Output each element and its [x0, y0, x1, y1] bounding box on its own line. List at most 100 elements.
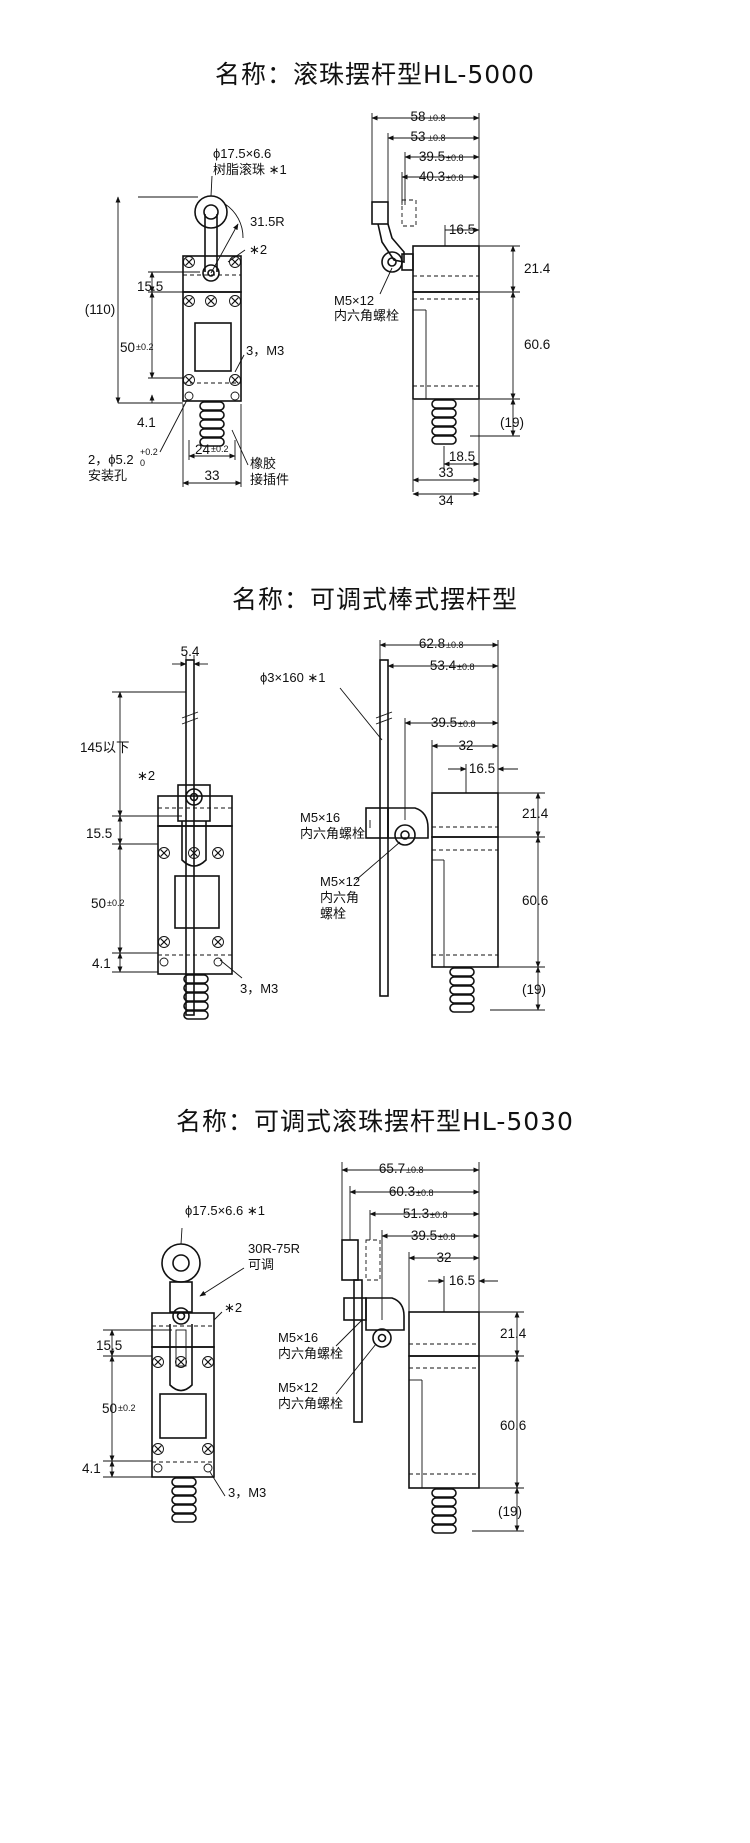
dim-39-5-label: 39.5: [419, 149, 445, 164]
hole-tol-up-label: +0.2: [140, 447, 158, 457]
screw-icon: [182, 255, 196, 269]
tol-24-label: ±0.2: [211, 444, 228, 454]
connector-label-2: 接插件: [250, 472, 289, 487]
screw-icon: [151, 1442, 165, 1456]
tol-53-4-label: ±0.8: [457, 662, 474, 672]
dim-60-6-label: 60.6: [524, 337, 550, 352]
screw-spec-label: 3，M3: [228, 1485, 266, 1500]
rubber-boot-icon: [431, 399, 457, 445]
dim-50-label: 50: [120, 340, 135, 355]
hl5030-side-view: 65.7 ±0.8 60.3 ±0.8 51.3 ±0.8 39.5 ±0.8 …: [278, 1161, 527, 1534]
tol-50-label: ±0.2: [118, 1403, 135, 1413]
screw-icon: [201, 1442, 215, 1456]
bolt-b-type-label-2: 螺栓: [320, 906, 346, 921]
dim-60-6-label: 60.6: [522, 893, 548, 908]
dim-58-label: 58: [410, 109, 425, 124]
dim-18-5-label: 18.5: [449, 449, 475, 464]
roller-material-label: 树脂滚珠 ∗1: [213, 162, 287, 177]
dim-4-1-label: 4.1: [92, 956, 111, 971]
screw-spec-label: 3，M3: [240, 981, 278, 996]
dim-53-4-label: 53.4: [430, 658, 457, 673]
rubber-boot-icon: [183, 974, 209, 1020]
rubber-boot-icon: [431, 1488, 457, 1534]
screw-icon: [228, 373, 242, 387]
dim-24-label: 24: [195, 442, 211, 457]
dim-15-5-label: 15.5: [86, 826, 112, 841]
dim-16-5-label: 16.5: [469, 761, 495, 776]
hole-tol-dn-label: 0: [140, 458, 145, 468]
tol-50-label: ±0.2: [136, 342, 153, 352]
section-title-rod-lever: 名称：可调式棒式摆杆型: [231, 585, 518, 614]
dim-39-5-label: 39.5: [431, 715, 457, 730]
dim-33-side-label: 33: [438, 465, 453, 480]
dim-15-5-label: 15.5: [137, 279, 163, 294]
dim-53-label: 53: [410, 129, 425, 144]
bolt-b-spec-label: M5×12: [320, 874, 360, 889]
mount-hole-label: 2，ϕ5.2: [88, 452, 134, 467]
rubber-boot-icon: [449, 967, 475, 1013]
tol-53-label: ±0.8: [428, 133, 445, 143]
dim-21-4-label: 21.4: [524, 261, 551, 276]
screw-icon: [228, 255, 242, 269]
dim-50-label: 50: [102, 1401, 117, 1416]
rod-lever-front-view: 5.4 145以下 ∗2 15.5 50 ±0.2 4.1 3，M3: [80, 644, 278, 1020]
bolt-b-spec-label: M5×12: [278, 1380, 318, 1395]
bolt-a-type-label: 内六角螺栓: [278, 1346, 343, 1361]
bolt-a-type-label: 内六角螺栓: [300, 826, 365, 841]
tol-39-5-label: ±0.8: [458, 719, 475, 729]
screw-icon: [157, 935, 171, 949]
hl5030-front-view: ϕ17.5×6.6 ∗1 30R-75R 可调 ∗2 15.5 50 ±0.2 …: [82, 1203, 300, 1523]
screw-icon: [151, 1355, 165, 1369]
dim-65-7-label: 65.7: [379, 1161, 405, 1176]
bolt-type-label: 内六角螺栓: [334, 308, 399, 323]
tol-50-label: ±0.2: [107, 898, 124, 908]
rod-lever-side-view: 62.8 ±0.8 53.4 ±0.8 ϕ3×160 ∗1 39.5 ±0.8 …: [260, 636, 549, 1013]
rubber-boot-icon: [199, 401, 225, 447]
dim-62-8-label: 62.8: [419, 636, 445, 651]
tol-60-3-label: ±0.8: [416, 1188, 433, 1198]
dim-21-4-label: 21.4: [500, 1326, 527, 1341]
dim-19-label: (19): [498, 1504, 522, 1519]
note2-label: ∗2: [137, 768, 155, 783]
dim-32-label: 32: [458, 738, 473, 753]
radius-range-label: 30R-75R: [248, 1241, 300, 1256]
dim-60-3-label: 60.3: [389, 1184, 415, 1199]
dim-60-6-label: 60.6: [500, 1418, 526, 1433]
hl5000-side-view: 58 ±0.8 53 ±0.8 39.5 ±0.8 40.3 ±0.8 16.5…: [334, 109, 551, 508]
screw-icon: [182, 373, 196, 387]
tol-39-5-label: ±0.8: [446, 153, 463, 163]
dim-50-label: 50: [91, 896, 106, 911]
tol-51-3-label: ±0.8: [430, 1210, 447, 1220]
section-title-hl5000: 名称：滚珠摆杆型HL-5000: [215, 60, 535, 89]
radius-adjustable-label: 可调: [248, 1257, 274, 1272]
dim-16-5-label: 16.5: [449, 1273, 475, 1288]
screw-icon: [204, 294, 218, 308]
section-title-hl5030: 名称：可调式滚珠摆杆型HL-5030: [176, 1107, 574, 1136]
dim-5-4-label: 5.4: [181, 644, 200, 659]
dim-51-3-label: 51.3: [403, 1206, 429, 1221]
radius-label: 31.5R: [250, 214, 285, 229]
dim-4-1-label: 4.1: [137, 415, 156, 430]
screw-icon: [182, 294, 196, 308]
rod-spec-label: ϕ3×160 ∗1: [260, 670, 326, 685]
bolt-a-spec-label: M5×16: [300, 810, 340, 825]
screw-spec-label: 3，M3: [246, 343, 284, 358]
rubber-boot-icon: [171, 1477, 197, 1523]
dim-34-label: 34: [438, 493, 454, 508]
dim-33-label: 33: [204, 468, 219, 483]
connector-label-1: 橡胶: [250, 456, 276, 471]
dim-19-label: (19): [500, 415, 524, 430]
screw-icon: [211, 935, 225, 949]
dim-40-3-label: 40.3: [419, 169, 445, 184]
total-height-label: (110): [85, 302, 116, 317]
bolt-b-type-label: 内六角: [320, 890, 359, 905]
screw-icon: [157, 846, 171, 860]
tol-40-3-label: ±0.8: [446, 173, 463, 183]
dim-32-label: 32: [436, 1250, 451, 1265]
roller-size-label: ϕ17.5×6.6 ∗1: [185, 1203, 265, 1218]
note2-label: ∗2: [224, 1300, 242, 1315]
dim-39-5-label: 39.5: [411, 1228, 437, 1243]
dim-21-4-label: 21.4: [522, 806, 549, 821]
tol-65-7-label: ±0.8: [406, 1165, 423, 1175]
